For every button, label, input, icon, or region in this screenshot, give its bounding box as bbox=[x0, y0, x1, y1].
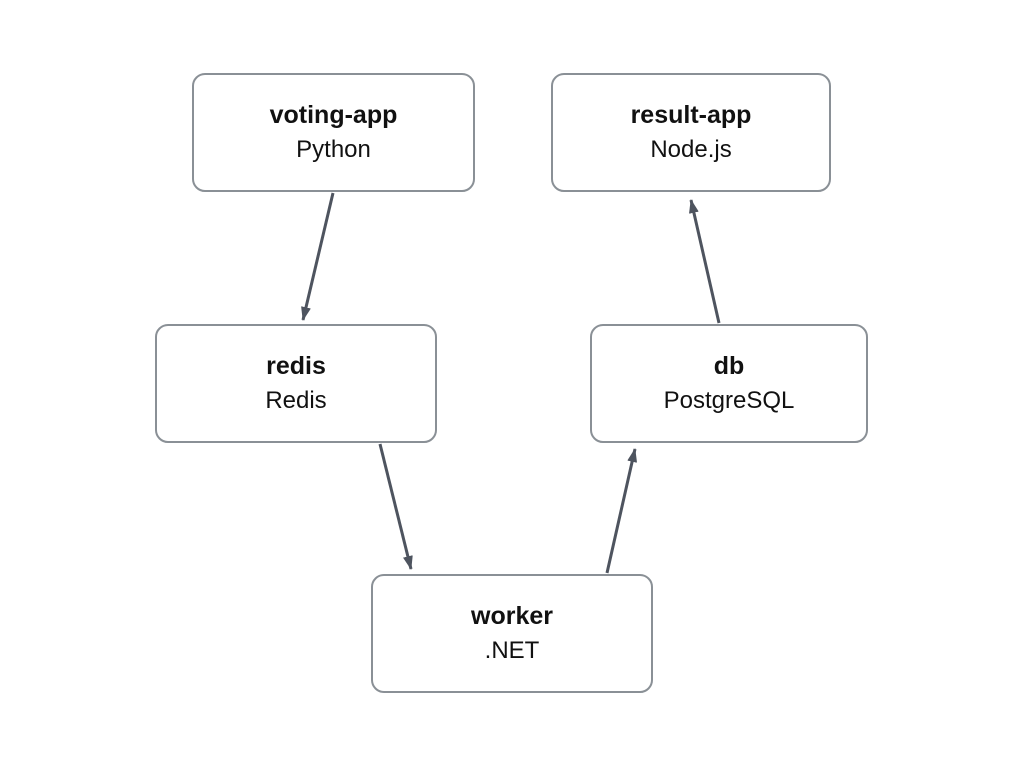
node-worker-title: worker bbox=[471, 602, 553, 631]
edge-db-to-result-app bbox=[689, 199, 721, 324]
node-db: db PostgreSQL bbox=[590, 324, 868, 443]
node-result-app: result-app Node.js bbox=[551, 73, 831, 192]
edge-redis-to-worker bbox=[378, 443, 413, 570]
node-redis-title: redis bbox=[266, 352, 326, 381]
node-result-app-title: result-app bbox=[630, 101, 752, 130]
node-db-title: db bbox=[713, 352, 745, 381]
node-db-subtitle: PostgreSQL bbox=[663, 387, 795, 415]
node-worker-subtitle: .NET bbox=[484, 637, 540, 665]
node-voting-app: voting-app Python bbox=[192, 73, 475, 192]
node-voting-app-title: voting-app bbox=[269, 101, 398, 130]
edge-voting-app-to-redis bbox=[301, 192, 335, 321]
node-result-app-subtitle: Node.js bbox=[650, 136, 732, 164]
node-redis-subtitle: Redis bbox=[265, 387, 327, 415]
edge-worker-to-db bbox=[605, 448, 638, 574]
node-worker: worker .NET bbox=[371, 574, 653, 693]
node-redis: redis Redis bbox=[155, 324, 437, 443]
node-voting-app-subtitle: Python bbox=[296, 136, 371, 164]
